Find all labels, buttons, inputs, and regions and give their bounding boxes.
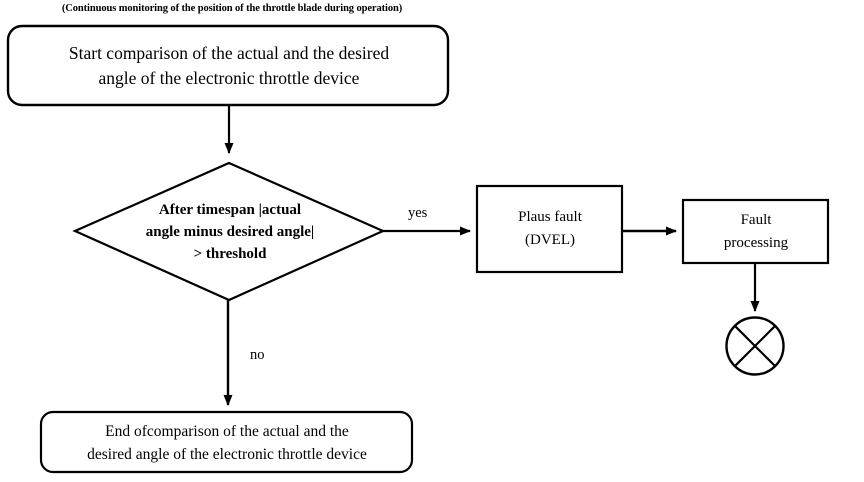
node-end-shape (39, 410, 414, 474)
node-decision-shape (72, 161, 386, 302)
terminator-cross-stroke-b (734, 325, 776, 367)
diagram-caption: (Continuous monitoring of the position o… (61, 3, 403, 14)
node-plaus-fault-shape (475, 184, 624, 274)
node-start-shape (6, 24, 450, 107)
node-fault-processing-shape (681, 198, 830, 265)
